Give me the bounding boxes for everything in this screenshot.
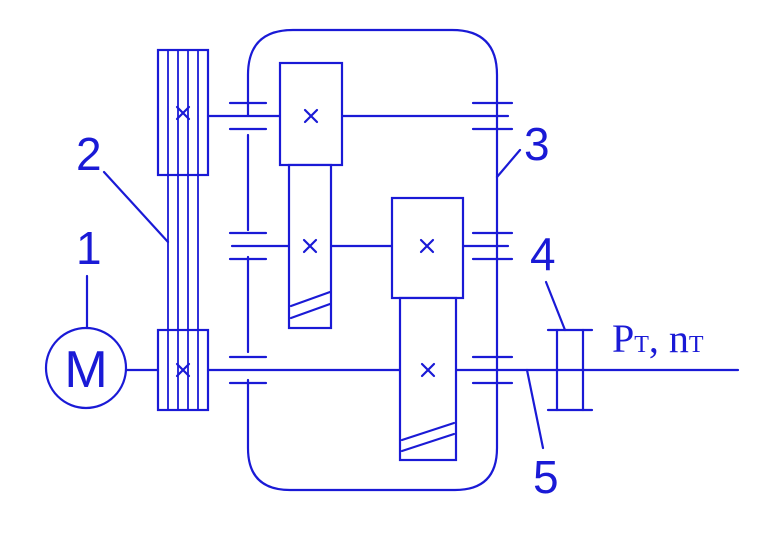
label-2: 2 [76, 128, 102, 180]
right-bearings [471, 101, 514, 385]
leader-lines [85, 148, 567, 450]
motor-symbol: M [64, 341, 107, 399]
output-power-speed-label: PT, nT [612, 316, 704, 361]
label-3: 3 [524, 118, 550, 170]
second-stage-pinion [390, 196, 465, 300]
first-stage-gear [287, 163, 333, 330]
coupling [546, 328, 594, 412]
second-stage-gear [398, 296, 458, 462]
left-bearings [228, 101, 268, 385]
first-stage-pinion [278, 61, 344, 167]
label-5: 5 [533, 451, 559, 503]
label-1: 1 [76, 222, 102, 274]
label-4: 4 [530, 228, 556, 280]
motor: M [44, 326, 128, 410]
belt-drive [156, 48, 210, 412]
gearbox-housing [246, 28, 499, 492]
